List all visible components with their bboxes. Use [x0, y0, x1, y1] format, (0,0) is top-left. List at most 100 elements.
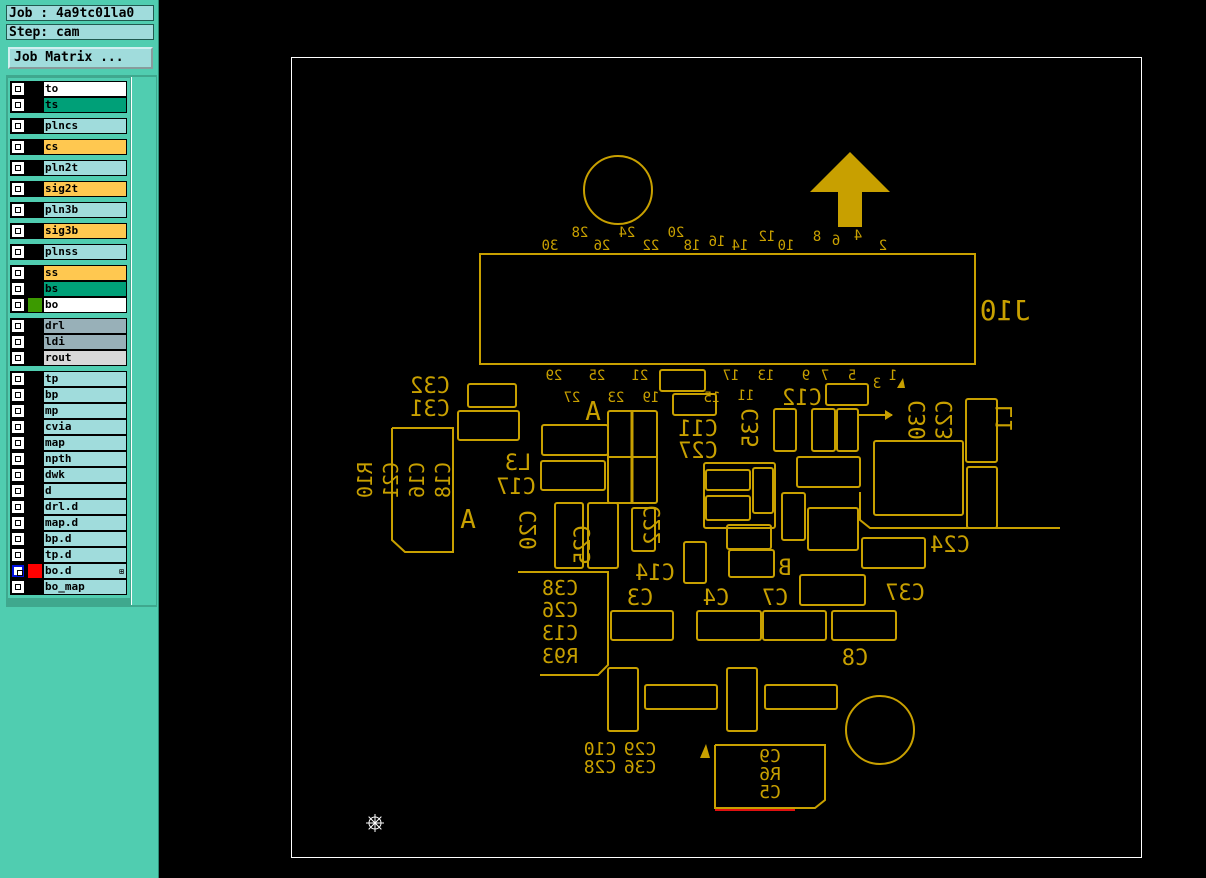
- layer-name[interactable]: mp: [44, 404, 126, 418]
- layer-checkbox[interactable]: [12, 453, 24, 465]
- layer-color-swatch[interactable]: [28, 404, 42, 418]
- layer-row-cvia[interactable]: cvia: [10, 419, 127, 435]
- layer-row-npth[interactable]: npth: [10, 451, 127, 467]
- graphic-canvas[interactable]: [159, 0, 1206, 878]
- layer-color-swatch[interactable]: [28, 580, 42, 594]
- layer-name[interactable]: drl: [44, 319, 126, 333]
- layer-checkbox[interactable]: [12, 352, 24, 364]
- layer-color-swatch[interactable]: [28, 564, 42, 578]
- layer-checkbox[interactable]: [12, 405, 24, 417]
- layer-color-swatch[interactable]: [28, 452, 42, 466]
- layer-color-swatch[interactable]: [28, 98, 42, 112]
- job-matrix-button[interactable]: Job Matrix ...: [8, 47, 153, 69]
- layer-checkbox[interactable]: [12, 299, 24, 311]
- layer-row-ldi[interactable]: ldi: [10, 334, 127, 350]
- layer-checkbox[interactable]: [12, 162, 24, 174]
- layer-row-drl.d[interactable]: drl.d: [10, 499, 127, 515]
- layer-checkbox[interactable]: [12, 99, 24, 111]
- layer-row-bp[interactable]: bp: [10, 387, 127, 403]
- layer-color-swatch[interactable]: [28, 351, 42, 365]
- layer-color-swatch[interactable]: [28, 161, 42, 175]
- layer-name[interactable]: ldi: [44, 335, 126, 349]
- layer-name[interactable]: tp.d: [44, 548, 126, 562]
- layer-color-swatch[interactable]: [28, 372, 42, 386]
- layer-row-ts[interactable]: ts: [10, 97, 127, 113]
- layer-row-plncs[interactable]: plncs: [10, 118, 127, 134]
- layer-color-swatch[interactable]: [28, 516, 42, 530]
- layer-color-swatch[interactable]: [28, 266, 42, 280]
- layer-row-sig3b[interactable]: sig3b: [10, 223, 127, 239]
- layer-name[interactable]: npth: [44, 452, 126, 466]
- layer-checkbox[interactable]: [12, 336, 24, 348]
- layer-checkbox[interactable]: [12, 533, 24, 545]
- layer-row-dwk[interactable]: dwk: [10, 467, 127, 483]
- layer-row-pln2t[interactable]: pln2t: [10, 160, 127, 176]
- layer-checkbox[interactable]: [12, 267, 24, 279]
- layer-checkbox[interactable]: [12, 246, 24, 258]
- layer-row-ss[interactable]: ss: [10, 265, 127, 281]
- layer-color-swatch[interactable]: [28, 282, 42, 296]
- layer-row-tp.d[interactable]: tp.d: [10, 547, 127, 563]
- layer-color-swatch[interactable]: [28, 335, 42, 349]
- layer-color-swatch[interactable]: [28, 82, 42, 96]
- layer-checkbox[interactable]: [12, 389, 24, 401]
- layer-row-drl[interactable]: drl: [10, 318, 127, 334]
- layer-color-swatch[interactable]: [28, 420, 42, 434]
- layer-color-swatch[interactable]: [28, 548, 42, 562]
- layer-name[interactable]: bs: [44, 282, 126, 296]
- layer-name[interactable]: cvia: [44, 420, 126, 434]
- layer-name[interactable]: map: [44, 436, 126, 450]
- layer-name[interactable]: bp: [44, 388, 126, 402]
- layer-checkbox[interactable]: [12, 421, 24, 433]
- layer-name[interactable]: bo.d⊞: [44, 564, 126, 578]
- layer-checkbox[interactable]: [12, 183, 24, 195]
- layer-row-sig2t[interactable]: sig2t: [10, 181, 127, 197]
- layer-row-bs[interactable]: bs: [10, 281, 127, 297]
- layer-checkbox[interactable]: [12, 549, 24, 561]
- layer-name[interactable]: pln3b: [44, 203, 126, 217]
- layer-color-swatch[interactable]: [28, 298, 42, 312]
- layer-color-swatch[interactable]: [28, 436, 42, 450]
- layer-name[interactable]: map.d: [44, 516, 126, 530]
- layer-checkbox[interactable]: [12, 83, 24, 95]
- layer-row-map.d[interactable]: map.d: [10, 515, 127, 531]
- layer-checkbox[interactable]: [12, 517, 24, 529]
- layer-name[interactable]: bo: [44, 298, 126, 312]
- layer-name[interactable]: cs: [44, 140, 126, 154]
- layer-color-swatch[interactable]: [28, 388, 42, 402]
- layer-color-swatch[interactable]: [28, 245, 42, 259]
- layer-color-swatch[interactable]: [28, 140, 42, 154]
- layer-row-cs[interactable]: cs: [10, 139, 127, 155]
- layer-row-d[interactable]: d: [10, 483, 127, 499]
- layer-color-swatch[interactable]: [28, 203, 42, 217]
- layer-name[interactable]: pln2t: [44, 161, 126, 175]
- layer-color-swatch[interactable]: [28, 532, 42, 546]
- layer-color-swatch[interactable]: [28, 484, 42, 498]
- layer-color-swatch[interactable]: [28, 319, 42, 333]
- layer-row-tp[interactable]: tp: [10, 371, 127, 387]
- layer-row-rout[interactable]: rout: [10, 350, 127, 366]
- layer-checkbox[interactable]: [12, 204, 24, 216]
- layer-name[interactable]: sig3b: [44, 224, 126, 238]
- layer-color-swatch[interactable]: [28, 224, 42, 238]
- layer-checkbox[interactable]: [12, 225, 24, 237]
- layer-row-plnss[interactable]: plnss: [10, 244, 127, 260]
- layer-checkbox[interactable]: [12, 320, 24, 332]
- layer-color-swatch[interactable]: [28, 468, 42, 482]
- layer-color-swatch[interactable]: [28, 182, 42, 196]
- layer-name[interactable]: bp.d: [44, 532, 126, 546]
- layer-row-bo.d[interactable]: bo.d⊞: [10, 563, 127, 579]
- layer-list-scrollbar[interactable]: [131, 77, 156, 605]
- layer-color-swatch[interactable]: [28, 119, 42, 133]
- layer-name[interactable]: rout: [44, 351, 126, 365]
- layer-checkbox[interactable]: [12, 283, 24, 295]
- layer-checkbox[interactable]: [12, 581, 24, 593]
- layer-name[interactable]: d: [44, 484, 126, 498]
- layer-checkbox[interactable]: [12, 565, 24, 577]
- layer-name[interactable]: to: [44, 82, 126, 96]
- layer-name[interactable]: ss: [44, 266, 126, 280]
- layer-checkbox[interactable]: [12, 485, 24, 497]
- layer-checkbox[interactable]: [12, 501, 24, 513]
- layer-row-bo_map[interactable]: bo_map: [10, 579, 127, 595]
- layer-row-map[interactable]: map: [10, 435, 127, 451]
